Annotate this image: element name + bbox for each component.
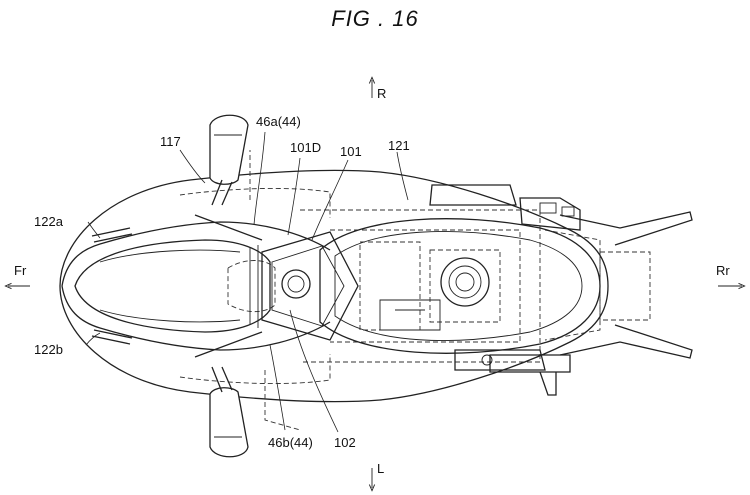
ref-label-46b: 46b(44) bbox=[268, 435, 313, 450]
ref-label-121: 121 bbox=[388, 138, 410, 153]
figure-title: FIG . 16 bbox=[331, 6, 419, 31]
ref-label-102: 102 bbox=[334, 435, 356, 450]
direction-label-r: R bbox=[377, 86, 387, 101]
ref-label-101: 101 bbox=[340, 144, 362, 159]
ref-label-117: 117 bbox=[160, 134, 181, 149]
steering-head bbox=[249, 231, 359, 341]
fairing-vents bbox=[91, 227, 133, 345]
fuel-tank bbox=[319, 218, 601, 354]
direction-label-fr: Fr bbox=[14, 263, 27, 278]
rear-tail bbox=[544, 211, 693, 359]
ref-label-122a: 122a bbox=[34, 214, 63, 229]
leader-lines bbox=[85, 131, 409, 433]
ref-label-46a: 46a(44) bbox=[256, 114, 301, 129]
mirror-right bbox=[209, 114, 249, 206]
handlebars bbox=[194, 214, 263, 358]
ref-label-122b: 122b bbox=[34, 342, 63, 357]
body-outline bbox=[59, 169, 609, 403]
direction-label-rr: Rr bbox=[716, 263, 730, 278]
ref-label-101d: 101D bbox=[290, 140, 322, 155]
direction-label-l: L bbox=[377, 461, 385, 476]
side-components bbox=[429, 184, 581, 396]
mirror-left bbox=[209, 366, 249, 458]
